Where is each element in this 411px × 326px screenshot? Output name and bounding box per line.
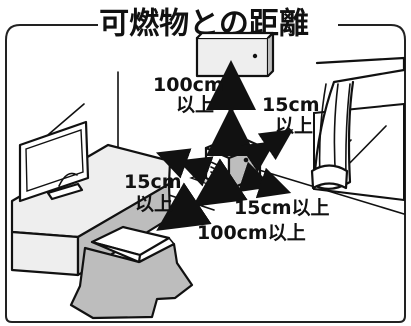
left-clearance-arrow xyxy=(155,148,214,187)
right-back-clearance-suffix: 以上 xyxy=(275,115,313,137)
cabinet-top xyxy=(195,31,275,40)
right-back-clearance-label: 15cm xyxy=(262,94,320,116)
right-back-clearance-arrow xyxy=(239,129,294,173)
top-clearance-suffix: 以上 xyxy=(176,94,214,116)
cabinet-knob xyxy=(252,53,258,59)
front-clearance-label: 100cm以上 xyxy=(197,222,306,244)
left-clearance-suffix: 以上 xyxy=(135,193,173,215)
kotatsu-front-edge xyxy=(90,240,142,264)
title-frame xyxy=(5,24,406,323)
top-clearance-label: 100cm xyxy=(153,74,224,96)
tv-base xyxy=(46,182,84,201)
cabinet-side xyxy=(267,31,275,77)
left-clearance-label: 15cm xyxy=(124,171,182,193)
wall-cabinet xyxy=(195,36,270,78)
right-front-clearance-label: 15cm以上 xyxy=(234,197,330,219)
curtain-tie xyxy=(310,164,349,190)
heater-button xyxy=(243,157,249,163)
tv-screen xyxy=(25,129,84,192)
kotatsu-side-edge xyxy=(139,237,175,263)
front-clearance-arrow xyxy=(156,158,248,231)
tv-stand-neck xyxy=(58,172,78,187)
tv-stand-front xyxy=(10,230,80,277)
right-front-clearance-arrow xyxy=(237,161,292,199)
